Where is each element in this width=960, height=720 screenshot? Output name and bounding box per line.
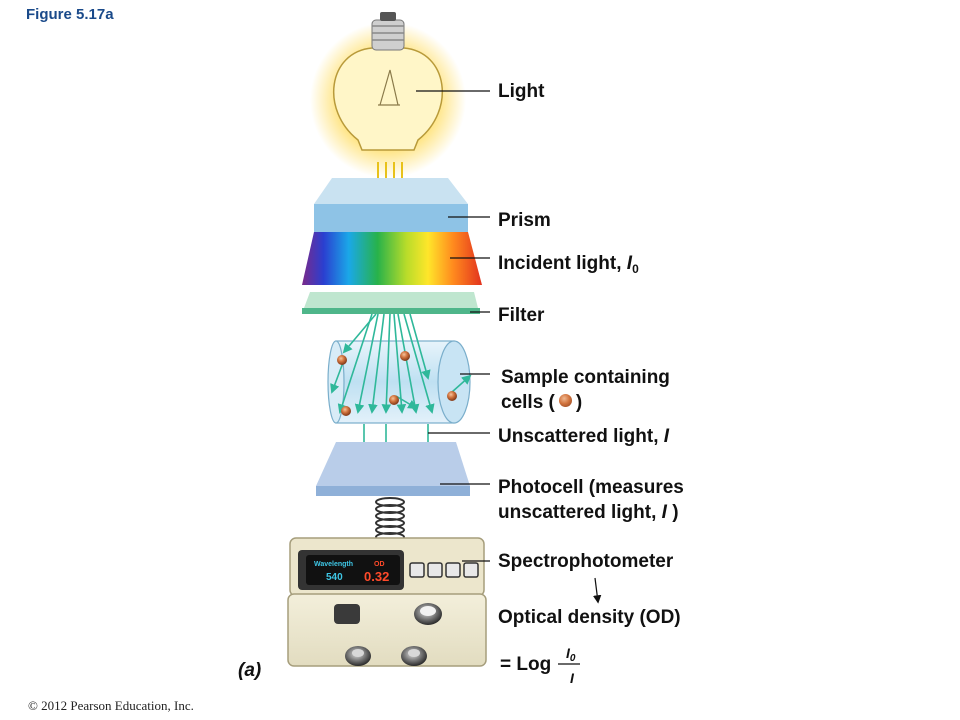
display-od-value: 0.32	[364, 569, 389, 584]
label-sample-line1: Sample containing	[501, 367, 670, 388]
leader-lines	[416, 90, 602, 665]
label-sample-line2: cells ()	[501, 390, 582, 415]
incident-var: I	[626, 253, 633, 274]
prism	[314, 178, 468, 232]
label-light: Light	[498, 81, 545, 102]
photocell	[316, 442, 470, 496]
numerator-sub: 0	[569, 653, 576, 664]
photocell-text: unscattered light,	[498, 502, 662, 523]
display-wavelength-label: Wavelength	[314, 561, 353, 568]
incident-text: Incident light,	[498, 253, 627, 274]
figure-label: Figure 5.17a	[26, 6, 114, 23]
spectrophotometer-box	[287, 537, 487, 667]
label-photocell-line1: Photocell (measures	[498, 477, 684, 498]
light-bulb	[310, 12, 466, 178]
part-label: (a)	[238, 660, 262, 681]
spring	[375, 497, 405, 542]
incident-sub: 0	[632, 262, 639, 276]
label-optical-density: Optical density (OD)	[498, 607, 681, 628]
photocell-close: )	[666, 502, 679, 523]
sample-text: cells (	[501, 392, 555, 413]
label-filter: Filter	[498, 305, 545, 326]
light-paths	[330, 313, 472, 466]
copyright: © 2012 Pearson Education, Inc.	[28, 698, 194, 713]
fraction-denominator: I	[570, 670, 574, 686]
log-formula-prefix: = Log	[500, 654, 552, 675]
unscattered-var: I	[663, 426, 670, 447]
label-unscattered-light: Unscattered light, I	[498, 424, 669, 449]
label-prism: Prism	[498, 210, 551, 231]
unscattered-text: Unscattered light,	[498, 426, 664, 447]
display-wavelength-value: 540	[326, 572, 343, 583]
label-photocell-line2: unscattered light, I )	[498, 500, 679, 525]
cell-icon	[558, 394, 572, 408]
sample-close: )	[575, 392, 583, 413]
label-incident-light: Incident light, I0	[498, 251, 639, 278]
cells	[337, 351, 457, 416]
filter	[302, 292, 480, 314]
fraction-numerator: I0	[566, 645, 576, 664]
photocell-var: I	[661, 502, 667, 523]
label-spectrophotometer: Spectrophotometer	[498, 551, 674, 572]
spectrum-band	[302, 232, 482, 285]
numerator-var: I	[566, 645, 570, 661]
display-od-label: OD	[374, 561, 385, 568]
